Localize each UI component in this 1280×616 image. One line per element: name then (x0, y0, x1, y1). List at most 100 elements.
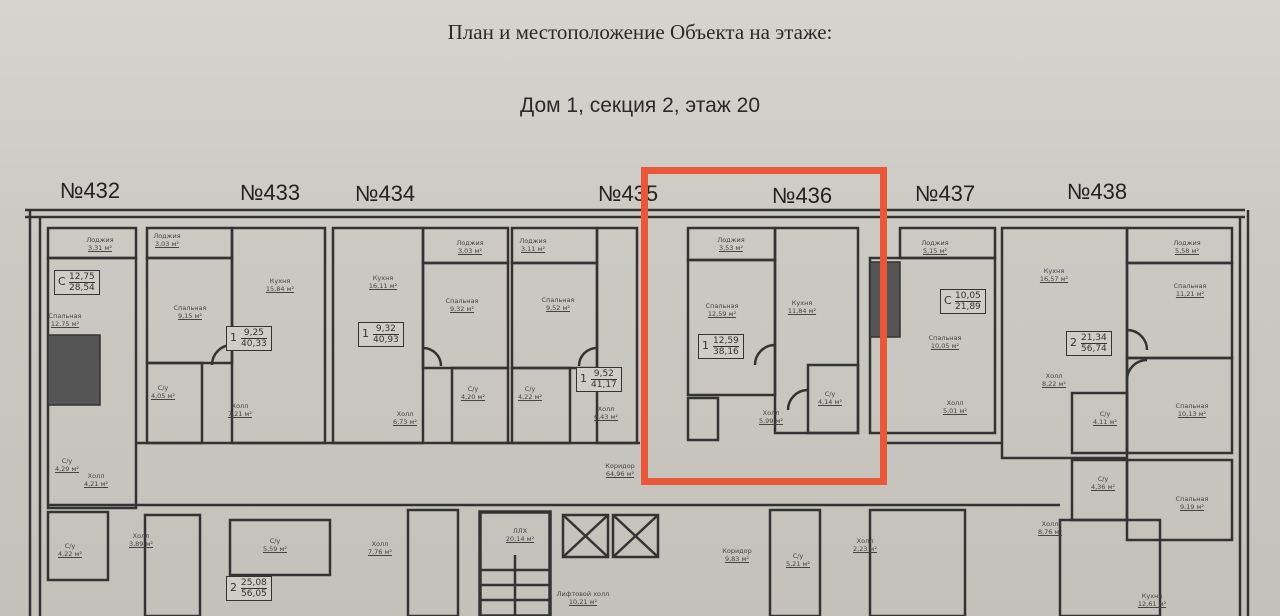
room-name: Лоджия (717, 236, 745, 244)
room-name: Кухня (269, 277, 291, 285)
room-name: Спальная (1173, 282, 1207, 290)
room-area: 4,29 м² (54, 465, 80, 473)
room-name: Лоджия (86, 236, 114, 244)
room-area: 3,11 м² (520, 245, 546, 253)
apartment-number: №433 (239, 180, 301, 205)
total-area: 40,33 (241, 339, 267, 349)
room-area: 9,19 м² (1179, 503, 1205, 511)
room-area: 11,84 м² (787, 307, 817, 315)
room-area: 8,76 м² (1037, 528, 1063, 536)
apartment-type: 1 (702, 339, 709, 352)
room-area: 4,22 м² (517, 393, 543, 401)
total-area: 21,89 (955, 302, 981, 312)
room-area: 5,99 м² (758, 417, 784, 425)
apartment-number: №435 (597, 181, 659, 206)
room-name: Холл (1045, 372, 1063, 380)
room-area: 3,89 м² (128, 540, 154, 548)
room-area: 4,05 м² (150, 392, 176, 400)
room-area: 12,59 м² (707, 310, 737, 318)
total-area: 56,74 (1081, 344, 1107, 354)
room-name: Лоджия (921, 239, 949, 247)
room-area: 10,13 м² (1177, 410, 1207, 418)
room-name: Спальная (705, 302, 739, 310)
room-area: 6,73 м² (392, 418, 418, 426)
room-name: С/у (157, 384, 169, 392)
room-name: Лоджия (519, 237, 547, 245)
room-name: Спальная (48, 312, 82, 320)
room-name: Кухня (1141, 592, 1163, 600)
room-area: 10,21 м² (568, 598, 598, 606)
room-name: Лоджия (1173, 239, 1201, 247)
room-area: 4,36 м² (1090, 483, 1116, 491)
room-name: С/у (524, 385, 536, 393)
room-name: Спальная (1175, 402, 1209, 410)
room-area: 7,21 м² (227, 410, 253, 418)
room-area: 3,31 м² (87, 244, 113, 252)
apartment-number: №438 (1066, 179, 1128, 204)
room-area: 5,01 м² (942, 407, 968, 415)
apartment-type: С (944, 294, 952, 307)
room-name: Кухня (1043, 267, 1065, 275)
room-area: 5,58 м² (1174, 247, 1200, 255)
room-area: 16,57 м² (1039, 275, 1069, 283)
apartment-type: 2 (230, 581, 237, 594)
room-area: 5,21 м² (785, 560, 811, 568)
room-area: 5,15 м² (922, 247, 948, 255)
living-area: 21,34 (1081, 333, 1107, 344)
room-name: Холл (231, 402, 249, 410)
room-area: 9,83 м² (724, 555, 750, 563)
room-area: 7,76 м² (367, 548, 393, 556)
room-area: 64,96 м² (605, 470, 635, 478)
total-area: 56,05 (241, 589, 267, 599)
room-name: Спальная (928, 334, 962, 342)
room-name: С/у (64, 542, 76, 550)
apartment-number: №436 (771, 183, 833, 208)
apartment-type: 1 (580, 372, 587, 385)
room-area: 4,14 м² (817, 398, 843, 406)
room-area: 11,21 м² (1175, 290, 1205, 298)
selected-apartment-highlight (641, 167, 887, 485)
living-area: 25,08 (241, 578, 267, 589)
living-area: 9,32 (373, 324, 399, 335)
room-name: Лоджия (153, 232, 181, 240)
room-name: С/у (467, 385, 479, 393)
room-name: Коридор (722, 547, 752, 555)
room-name: Холл (856, 537, 874, 545)
room-name: С/у (61, 457, 73, 465)
room-area: 3,53 м² (718, 244, 744, 252)
room-area: 8,22 м² (1041, 380, 1067, 388)
room-area: 20,14 м² (505, 535, 535, 543)
room-area: 10,05 м² (930, 342, 960, 350)
room-area: 4,22 м² (57, 550, 83, 558)
